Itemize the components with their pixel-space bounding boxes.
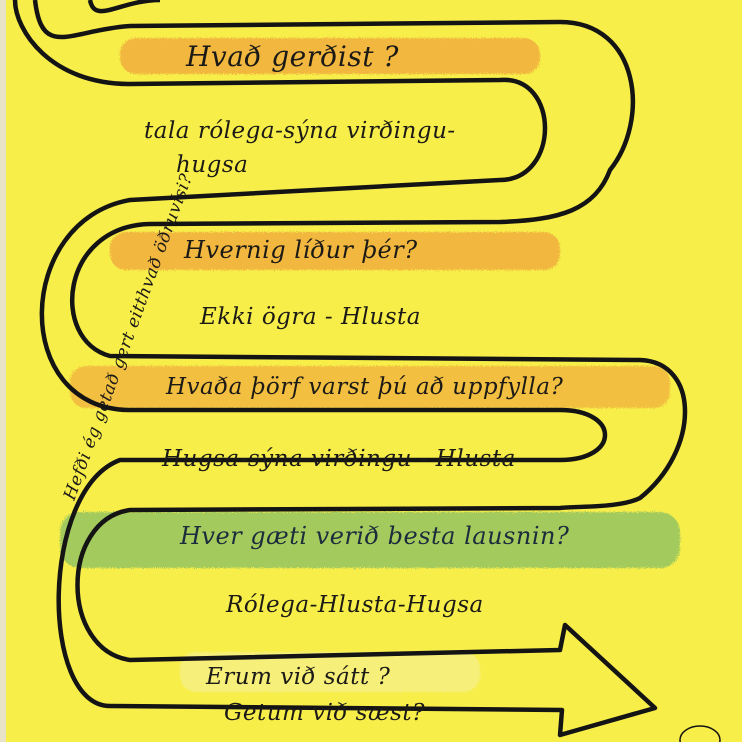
- answer-3: Hugsa-sýna virðingu - Hlusta: [162, 446, 516, 472]
- answer-2: Ekki ögra - Hlusta: [200, 304, 421, 330]
- highlight-band-2: [110, 232, 560, 270]
- corner-stamp: [679, 725, 721, 742]
- question-2: Hvernig líður þér?: [184, 236, 418, 264]
- ending-line-2: Getum við sæst?: [224, 700, 425, 726]
- answer-1-line-1: tala rólega-sýna virðingu-: [144, 118, 456, 144]
- highlight-band-3: [70, 366, 670, 408]
- question-1: Hvað gerðist ?: [186, 40, 399, 73]
- road-outline: [12, 0, 688, 738]
- road-top-inner-curve: [87, 0, 161, 14]
- answer-1-line-2: hugsa: [176, 152, 249, 178]
- question-3: Hvaða þörf varst þú að uppfylla?: [166, 374, 564, 400]
- highlight-band-1: [120, 38, 540, 74]
- highlight-band-5: [180, 652, 480, 692]
- answer-4: Rólega-Hlusta-Hugsa: [226, 592, 484, 618]
- ending-line-1: Erum við sátt ?: [206, 664, 391, 690]
- highlight-band-4: [60, 512, 680, 568]
- question-4: Hver gæti verið besta lausnin?: [180, 522, 570, 550]
